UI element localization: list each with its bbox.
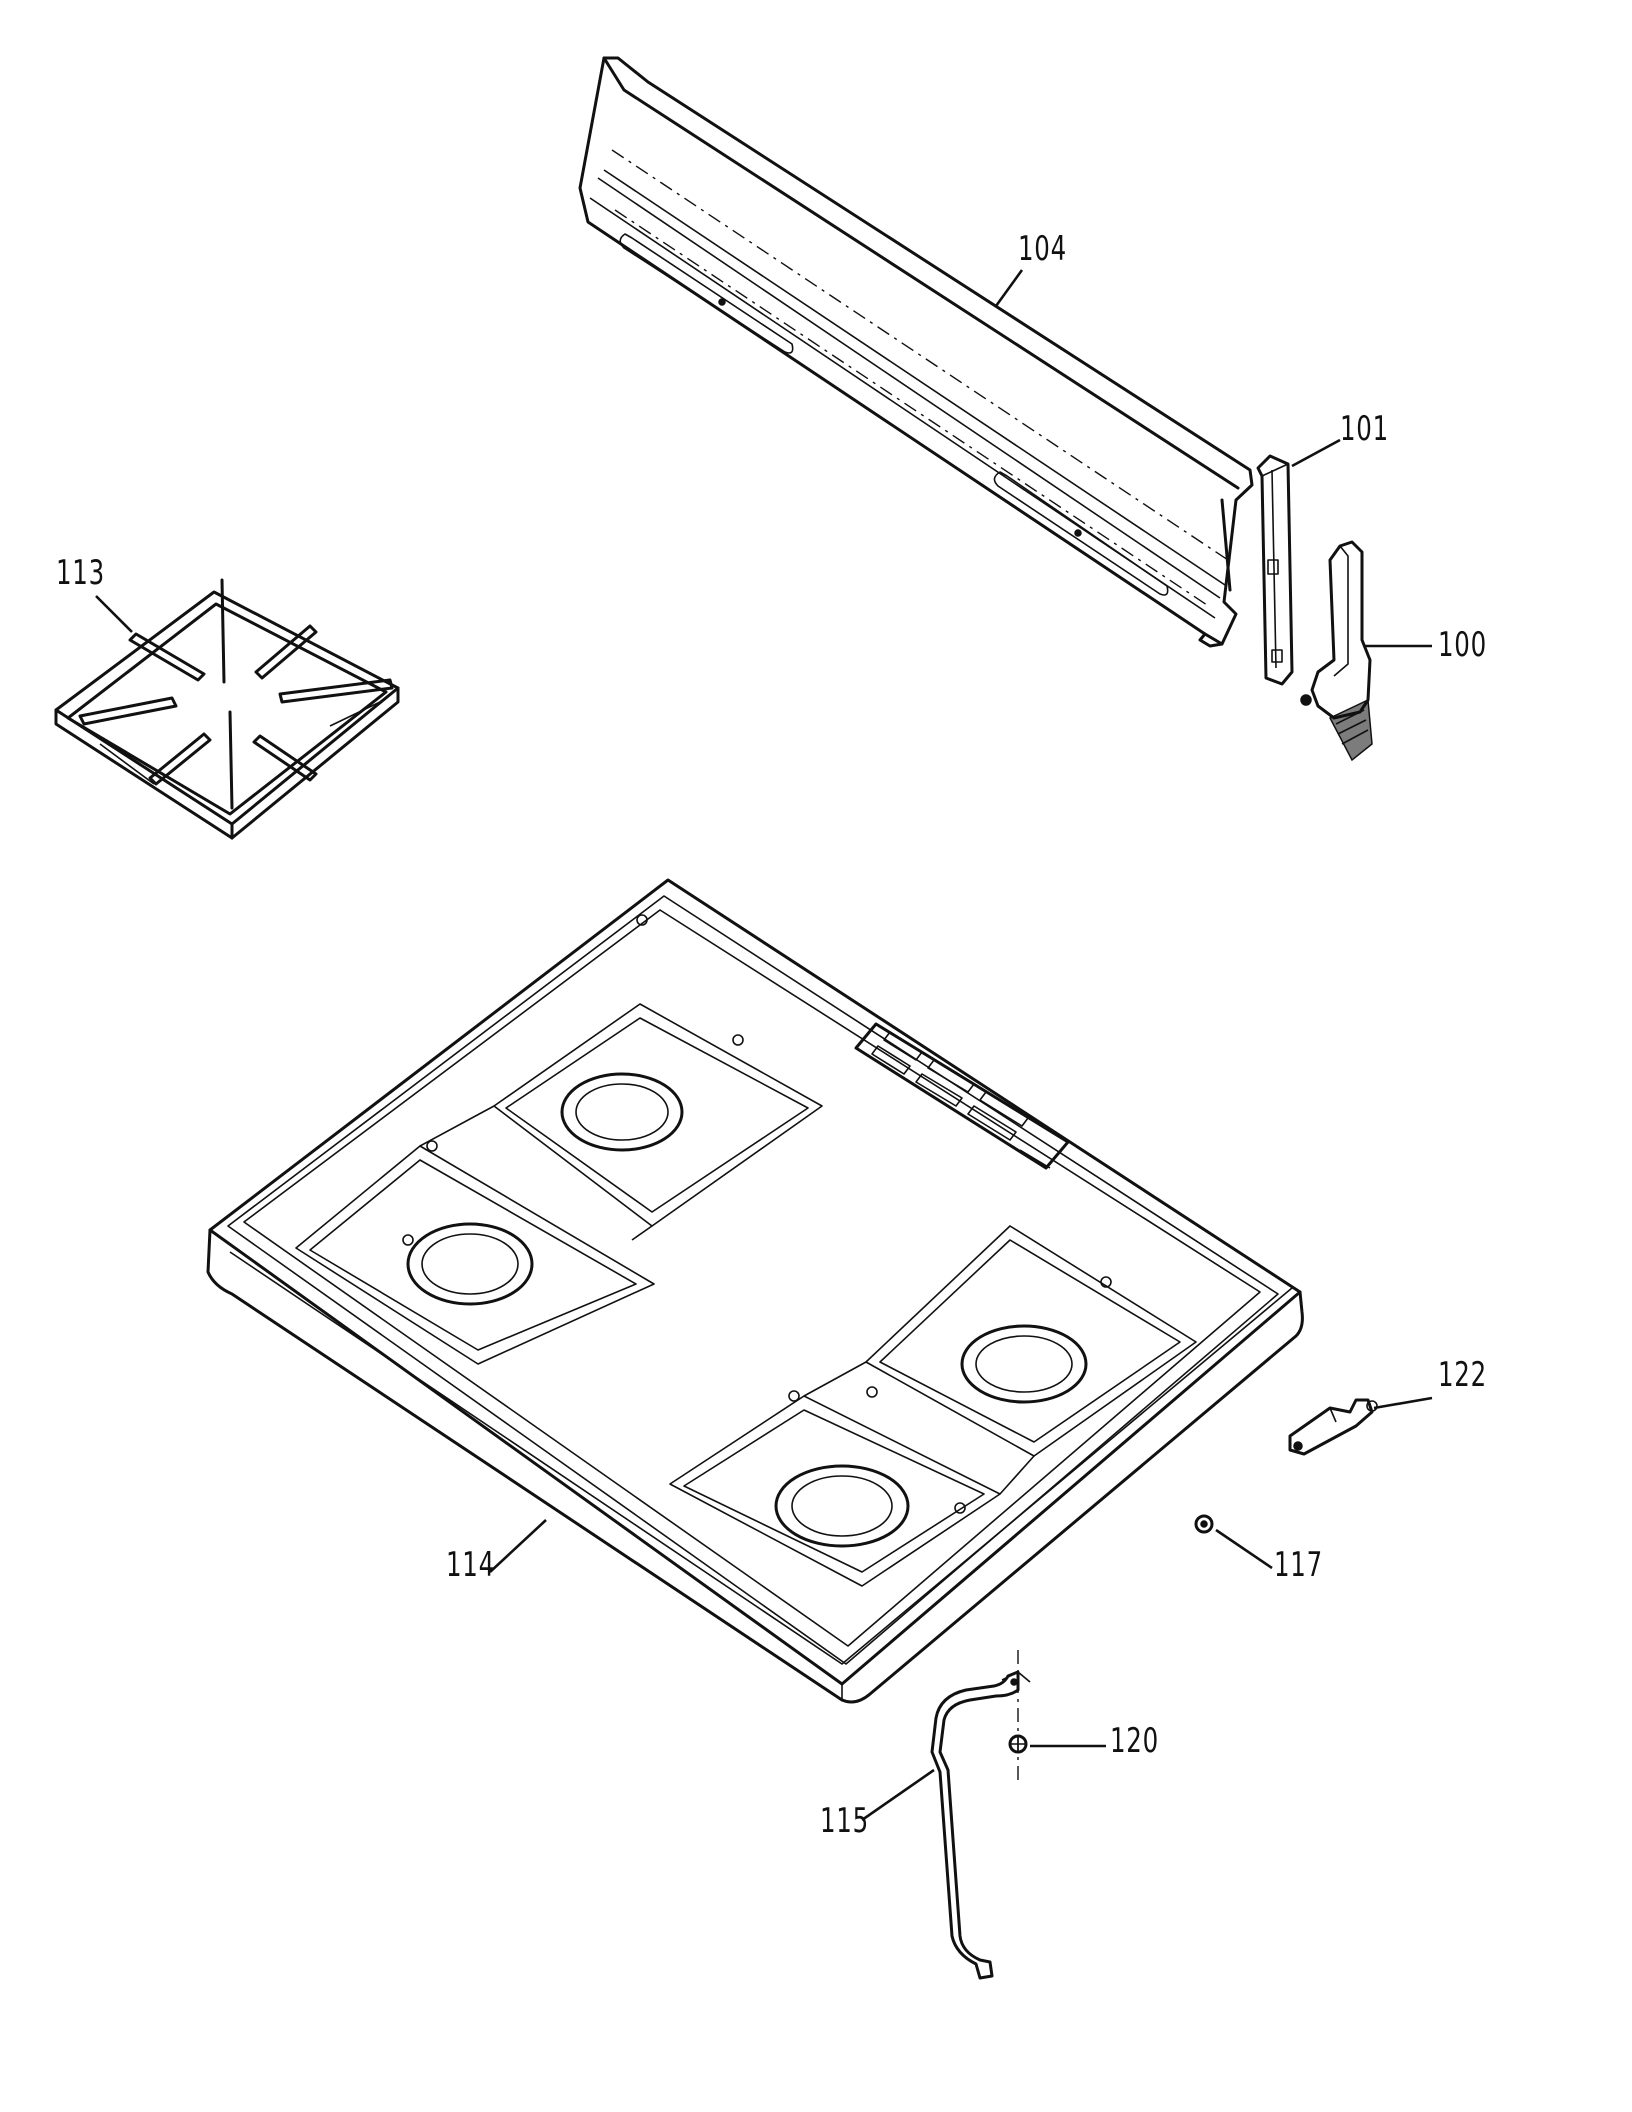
- callout-120: 120: [1110, 1721, 1159, 1761]
- leader-104: [994, 269, 1024, 307]
- leader-113: [95, 595, 133, 633]
- screw: [1008, 1650, 1028, 1780]
- leader-lines: [95, 269, 1433, 1822]
- cooktop: [206, 878, 1304, 1704]
- leader-101: [1291, 438, 1341, 468]
- burner-grate: [54, 578, 400, 840]
- backguard-panel: [578, 56, 1254, 648]
- callout-122: 122: [1438, 1355, 1487, 1395]
- callout-101: 101: [1340, 409, 1389, 449]
- callout-117: 117: [1274, 1545, 1323, 1585]
- callout-113: 113: [56, 553, 105, 593]
- bracket: [1288, 1398, 1378, 1456]
- callout-104: 104: [1018, 229, 1067, 269]
- leader-115: [861, 1768, 935, 1822]
- leader-122: [1373, 1396, 1433, 1410]
- callout-100: 100: [1438, 625, 1487, 665]
- callout-114: 114: [446, 1545, 495, 1585]
- support-rod: [930, 1670, 1031, 1980]
- nut: [1194, 1514, 1214, 1534]
- leader-117: [1215, 1528, 1273, 1570]
- callout-115: 115: [820, 1801, 869, 1841]
- end-trim-strip: [1256, 454, 1294, 686]
- end-cap: [1300, 540, 1373, 762]
- leader-114: [489, 1519, 547, 1573]
